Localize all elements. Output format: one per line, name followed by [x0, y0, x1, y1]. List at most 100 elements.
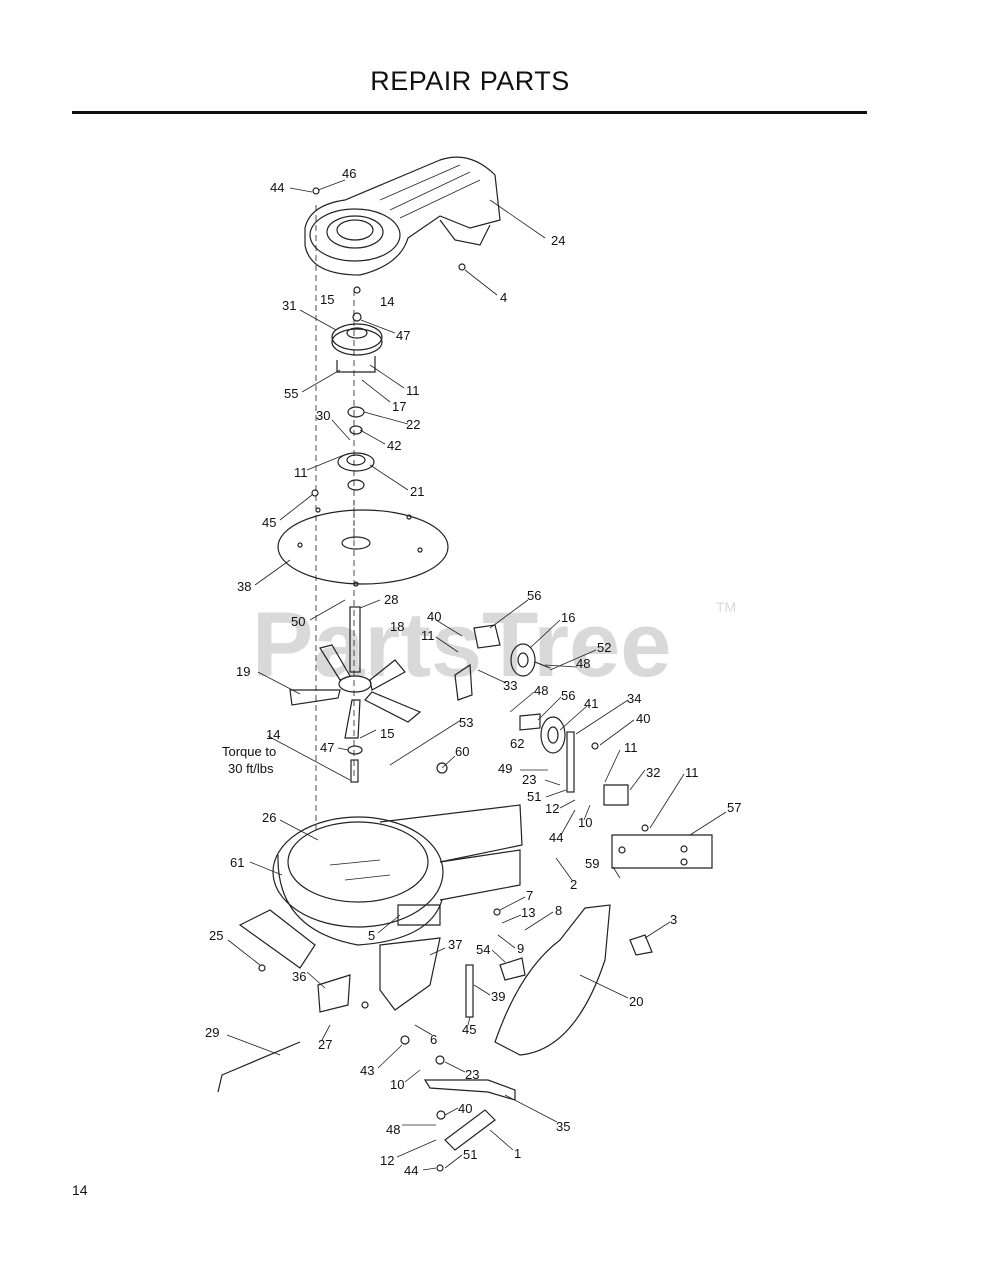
mount-plate-part	[611, 834, 713, 869]
idler-pulley-part	[454, 624, 551, 701]
callout-50: 50	[291, 614, 305, 629]
callout-44: 44	[270, 180, 284, 195]
callout-labels: 46 44 24 4 15 14 31 47 55 11 17 30 22 42…	[205, 166, 741, 1178]
callout-60: 60	[455, 744, 469, 759]
lever-part	[423, 1079, 516, 1101]
callout-16: 16	[561, 610, 575, 625]
watermark-tm: TM	[716, 599, 736, 615]
chute-part	[494, 904, 611, 1056]
link-rod-part	[465, 964, 474, 1018]
callout-13: 13	[521, 905, 535, 920]
callout-12: 12	[545, 801, 559, 816]
title-rule	[72, 111, 867, 114]
callout-47: 47	[396, 328, 410, 343]
callout-11: 11	[624, 740, 638, 755]
leader-lines	[226, 179, 727, 1171]
callout-14: 14	[380, 294, 394, 309]
callout-11: 11	[294, 465, 308, 480]
torque-note-line1: Torque to	[222, 744, 276, 759]
callout-29: 29	[205, 1025, 219, 1040]
page-title: REPAIR PARTS	[370, 66, 570, 96]
callout-7: 7	[526, 888, 533, 903]
callout-47: 47	[320, 740, 334, 755]
callout-56: 56	[561, 688, 575, 703]
disc-plate-part	[277, 500, 449, 587]
callout-51: 51	[527, 789, 541, 804]
callout-56: 56	[527, 588, 541, 603]
callout-53: 53	[459, 715, 473, 730]
callout-39: 39	[491, 989, 505, 1004]
callout-48: 48	[576, 656, 590, 671]
deflector-flap-part	[379, 937, 441, 1011]
callout-40: 40	[636, 711, 650, 726]
callout-45: 45	[262, 515, 276, 530]
torque-note-line2: 30 ft/lbs	[228, 761, 274, 776]
callout-11: 11	[421, 628, 435, 643]
callout-26: 26	[262, 810, 276, 825]
spring-part	[444, 1109, 496, 1151]
top-housing-part	[304, 156, 501, 276]
callout-4: 4	[500, 290, 507, 305]
callout-48: 48	[386, 1122, 400, 1137]
callout-18: 18	[390, 619, 404, 634]
callout-6: 6	[430, 1032, 437, 1047]
callout-9: 9	[517, 941, 524, 956]
callout-37: 37	[448, 937, 462, 952]
callout-44: 44	[404, 1163, 418, 1178]
callout-23: 23	[522, 772, 536, 787]
callout-8: 8	[555, 903, 562, 918]
callout-44: 44	[549, 830, 563, 845]
callout-15: 15	[320, 292, 334, 307]
callout-32: 32	[646, 765, 660, 780]
callout-17: 17	[392, 399, 406, 414]
callout-40: 40	[458, 1101, 472, 1116]
callout-41: 41	[584, 696, 598, 711]
callout-34: 34	[627, 691, 641, 706]
callout-19: 19	[236, 664, 250, 679]
callout-12: 12	[380, 1153, 394, 1168]
impeller-part	[289, 606, 422, 783]
callout-49: 49	[498, 761, 512, 776]
callout-61: 61	[230, 855, 244, 870]
callout-5: 5	[368, 928, 375, 943]
callout-54: 54	[476, 942, 490, 957]
callout-11: 11	[406, 383, 420, 398]
callout-35: 35	[556, 1119, 570, 1134]
callout-24: 24	[551, 233, 565, 248]
callout-40: 40	[427, 609, 441, 624]
callout-25: 25	[209, 928, 223, 943]
page-number: 14	[72, 1182, 88, 1198]
callout-2: 2	[570, 877, 577, 892]
callout-55: 55	[284, 386, 298, 401]
callout-3: 3	[670, 912, 677, 927]
belt-tension-pulley-part	[519, 713, 649, 832]
blower-housing-part	[272, 804, 523, 946]
callout-27: 27	[318, 1037, 332, 1052]
callout-57: 57	[727, 800, 741, 815]
callout-59: 59	[585, 856, 599, 871]
callout-1: 1	[514, 1146, 521, 1161]
lower-bracket-part	[238, 909, 369, 1013]
callout-45: 45	[462, 1022, 476, 1037]
callout-62: 62	[510, 736, 524, 751]
callout-42: 42	[387, 438, 401, 453]
watermark-text: PartsTree	[252, 594, 671, 696]
callout-36: 36	[292, 969, 306, 984]
callout-52: 52	[597, 640, 611, 655]
bearing-hub-part	[337, 406, 375, 491]
callout-38: 38	[237, 579, 251, 594]
callout-28: 28	[384, 592, 398, 607]
callout-33: 33	[503, 678, 517, 693]
callout-10: 10	[390, 1077, 404, 1092]
callout-51: 51	[463, 1147, 477, 1162]
knob-part	[629, 934, 653, 956]
callout-23: 23	[465, 1067, 479, 1082]
control-rod-part	[217, 1041, 301, 1093]
callout-48: 48	[534, 683, 548, 698]
callout-15: 15	[380, 726, 394, 741]
callout-22: 22	[406, 417, 420, 432]
callout-10: 10	[578, 815, 592, 830]
callout-31: 31	[282, 298, 296, 313]
callout-30: 30	[316, 408, 330, 423]
